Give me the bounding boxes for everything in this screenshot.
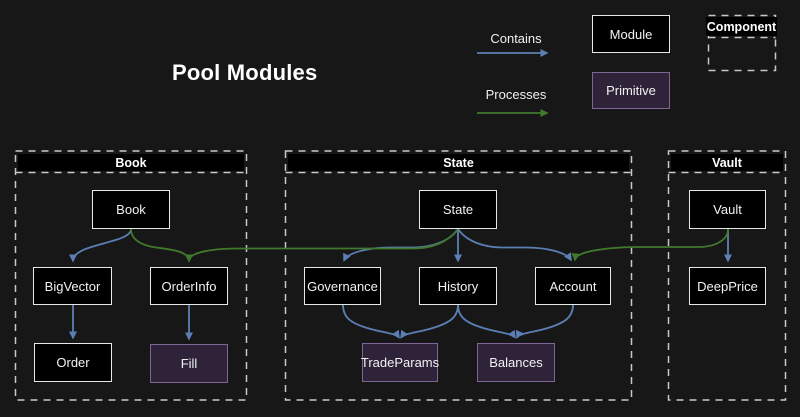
node-bigvector: BigVector — [33, 267, 112, 305]
book-container-title: Book — [18, 154, 244, 171]
node-order: Order — [34, 343, 112, 382]
edge-governance-tradeparams — [342, 304, 400, 339]
edge-history-tradeparams — [400, 304, 459, 339]
node-deepprice: DeepPrice — [689, 267, 766, 305]
page-title: Pool Modules — [172, 60, 318, 85]
node-state: State — [419, 190, 497, 229]
node-history: History — [419, 267, 497, 305]
edge-state-governance — [343, 228, 459, 262]
node-balances: Balances — [477, 343, 555, 382]
node-governance: Governance — [304, 267, 381, 305]
node-fill: Fill — [150, 344, 228, 383]
edge-vault-account — [571, 228, 729, 262]
edge-account-balances — [515, 304, 574, 339]
contains-legend-label: Contains — [490, 31, 542, 46]
node-book: Book — [92, 190, 170, 229]
module-legend-box: Module — [592, 15, 670, 53]
edge-state-orderinfo — [184, 228, 459, 263]
book-container-border — [14, 150, 248, 401]
component-legend-border — [707, 14, 777, 72]
node-orderinfo: OrderInfo — [150, 267, 228, 305]
edge-book-orderinfo — [130, 228, 194, 263]
vault-container-border — [667, 150, 787, 401]
vault-container-title: Vault — [671, 154, 783, 171]
primitive-legend-box: Primitive — [592, 72, 670, 109]
edge-book-bigvector — [68, 228, 132, 263]
node-tradeparams: TradeParams — [361, 343, 439, 382]
node-account: Account — [535, 267, 611, 305]
state-container-border — [284, 150, 633, 401]
edge-history-balances — [457, 304, 516, 339]
component-legend-label: Component — [706, 17, 777, 36]
node-vault: Vault — [689, 190, 766, 229]
processes-legend-label: Processes — [485, 87, 547, 102]
state-container-title: State — [288, 154, 629, 171]
edge-state-account — [457, 228, 572, 262]
